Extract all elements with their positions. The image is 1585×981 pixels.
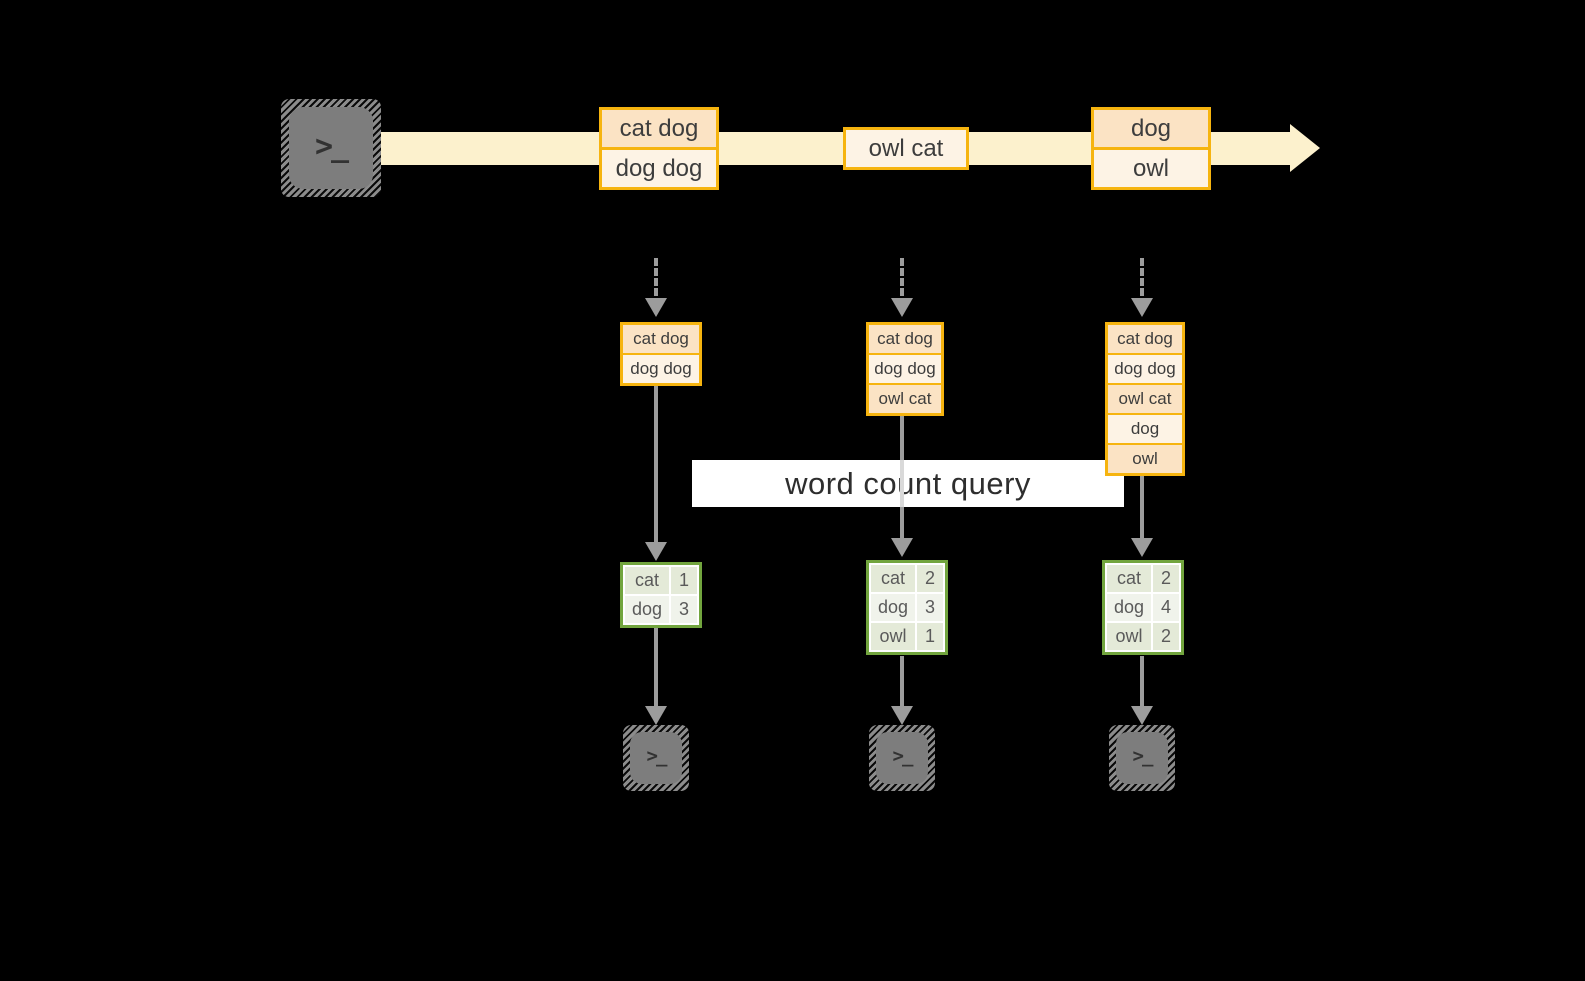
- terminal-screen: >_: [876, 732, 928, 784]
- count-cell: 4: [1153, 594, 1179, 621]
- batch-row: cat dog: [602, 110, 716, 147]
- query-arrow-line: [900, 507, 904, 538]
- dashed-arrow-line: [654, 258, 658, 296]
- word-cell: dog: [1107, 594, 1151, 621]
- output-arrowhead: [645, 706, 667, 725]
- dashed-arrow-line: [1140, 258, 1144, 296]
- result-row: cat 2: [1107, 565, 1179, 592]
- output-arrow-line: [654, 628, 658, 706]
- terminal-prompt-icon: >_: [646, 745, 668, 767]
- word-count-query-band: word count query: [692, 460, 1124, 507]
- query-label: word count query: [785, 465, 1031, 501]
- input-table-2: cat dog dog dog owl cat: [866, 322, 944, 416]
- input-row: owl cat: [1108, 383, 1182, 413]
- count-cell: 2: [917, 565, 943, 592]
- count-cell: 2: [1153, 565, 1179, 592]
- terminal-screen: >_: [1116, 732, 1168, 784]
- output-arrow-line: [1140, 656, 1144, 706]
- output-arrowhead: [1131, 706, 1153, 725]
- terminal-screen: >_: [630, 732, 682, 784]
- output-terminal-icon: >_: [869, 725, 935, 791]
- count-cell: 3: [671, 596, 697, 623]
- dashed-arrowhead: [645, 298, 667, 317]
- terminal-prompt-icon: >_: [892, 745, 914, 767]
- input-row: owl cat: [869, 383, 941, 413]
- word-cell: cat: [871, 565, 915, 592]
- input-row: dog dog: [869, 353, 941, 383]
- batch-row: dog: [1094, 110, 1208, 147]
- dashed-arrowhead: [891, 298, 913, 317]
- query-arrowhead: [1131, 538, 1153, 557]
- output-arrowhead: [891, 706, 913, 725]
- query-arrow-line: [1140, 476, 1144, 538]
- dashed-arrowhead: [1131, 298, 1153, 317]
- result-row: cat 2: [871, 565, 943, 592]
- output-arrow-line: [900, 656, 904, 706]
- input-row: dog: [1108, 413, 1182, 443]
- result-row: dog 4: [1107, 594, 1179, 621]
- stream-arrowhead: [1290, 124, 1320, 172]
- result-table-3: cat 2 dog 4 owl 2: [1102, 560, 1184, 655]
- terminal-screen: >_: [289, 107, 373, 189]
- stream-batch-2: owl cat: [843, 127, 969, 170]
- result-table-1: cat 1 dog 3: [620, 562, 702, 628]
- result-row: dog 3: [625, 596, 697, 623]
- query-arrowhead: [645, 542, 667, 561]
- result-table-2: cat 2 dog 3 owl 1: [866, 560, 948, 655]
- stream-batch-1: cat dog dog dog: [599, 107, 719, 190]
- dashed-arrow-line: [900, 258, 904, 296]
- word-cell: dog: [871, 594, 915, 621]
- query-arrowhead: [891, 538, 913, 557]
- count-cell: 3: [917, 594, 943, 621]
- batch-row: dog dog: [602, 147, 716, 187]
- query-arrow-line: [900, 416, 904, 460]
- stream-batch-3: dog owl: [1091, 107, 1211, 190]
- input-row: dog dog: [1108, 353, 1182, 383]
- count-cell: 2: [1153, 623, 1179, 650]
- source-terminal-icon: >_: [281, 99, 381, 197]
- batch-row: owl cat: [846, 130, 966, 167]
- result-row: cat 1: [625, 567, 697, 594]
- input-row: owl: [1108, 443, 1182, 473]
- input-table-3: cat dog dog dog owl cat dog owl: [1105, 322, 1185, 476]
- result-row: owl 1: [871, 623, 943, 650]
- count-cell: 1: [671, 567, 697, 594]
- word-cell: owl: [871, 623, 915, 650]
- word-cell: dog: [625, 596, 669, 623]
- terminal-prompt-icon: >_: [1132, 745, 1154, 767]
- input-row: cat dog: [869, 325, 941, 353]
- word-cell: cat: [1107, 565, 1151, 592]
- input-table-1: cat dog dog dog: [620, 322, 702, 386]
- terminal-prompt-icon: >_: [314, 128, 349, 164]
- query-arrow-line-through-band: [900, 460, 904, 507]
- output-terminal-icon: >_: [623, 725, 689, 791]
- query-arrow-line: [654, 386, 658, 542]
- word-cell: owl: [1107, 623, 1151, 650]
- input-row: cat dog: [623, 325, 699, 353]
- word-cell: cat: [625, 567, 669, 594]
- input-row: dog dog: [623, 353, 699, 383]
- count-cell: 1: [917, 623, 943, 650]
- output-terminal-icon: >_: [1109, 725, 1175, 791]
- batch-row: owl: [1094, 147, 1208, 187]
- result-row: owl 2: [1107, 623, 1179, 650]
- result-row: dog 3: [871, 594, 943, 621]
- input-row: cat dog: [1108, 325, 1182, 353]
